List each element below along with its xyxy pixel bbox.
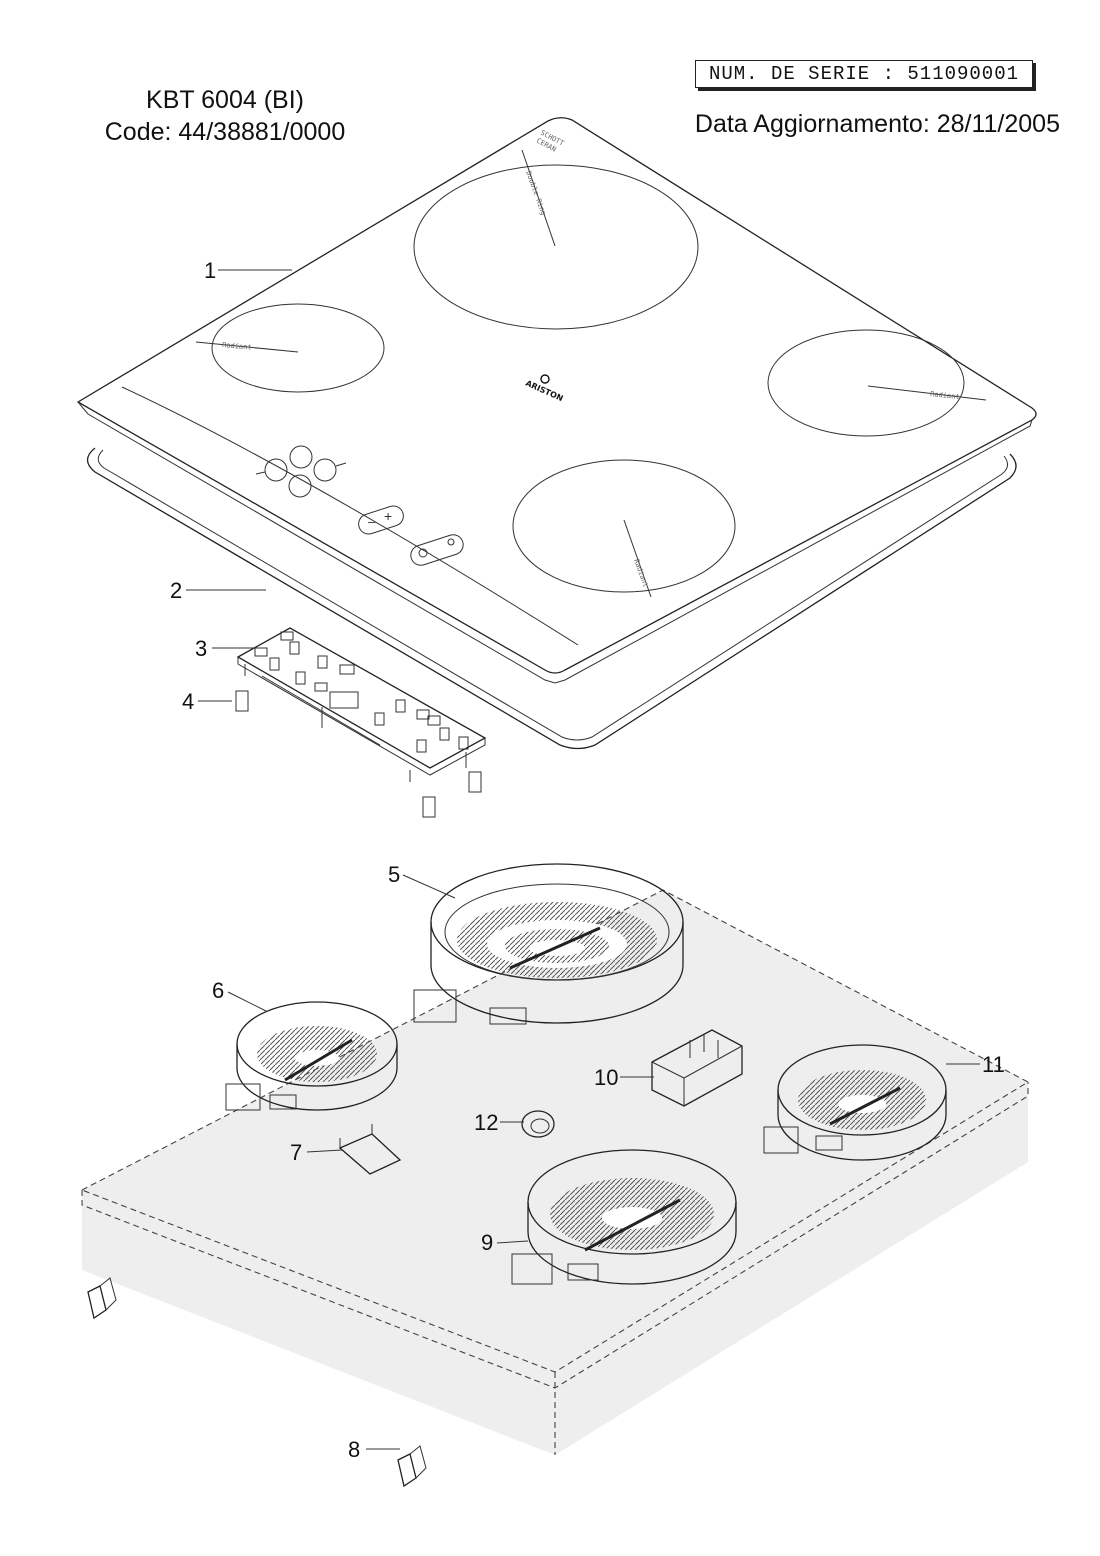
update-date: Data Aggiornamento: 28/11/2005 (694, 110, 1060, 138)
zone-right-label: Radiant (930, 390, 960, 401)
part-labels: 1 2 3 4 5 6 7 8 9 10 11 12 (170, 258, 1005, 1462)
heating-element-medium (511, 1149, 737, 1285)
leader-lines (186, 269, 980, 1450)
frame-seal (86, 447, 1017, 750)
heating-element-large (413, 863, 684, 1025)
part-label-6: 6 (212, 978, 224, 1003)
terminal-block (651, 1029, 743, 1107)
part-label-4: 4 (182, 689, 194, 714)
part-label-1: 1 (204, 258, 216, 283)
model-title: KBT 6004 (BI) (146, 86, 304, 114)
part-label-2: 2 (170, 578, 182, 603)
ariston-logo: ARISTON (524, 374, 564, 403)
fixing-clips (87, 1277, 427, 1488)
springs (235, 690, 482, 818)
svg-text:+: + (384, 508, 392, 524)
zone-left-label: Radiant (222, 341, 252, 352)
model-code: Code: 44/38881/0000 (104, 118, 346, 146)
serial-number-box: NUM. DE SERIE : 511090001 (695, 60, 1033, 88)
heating-element-small-right (763, 1044, 947, 1161)
control-board (236, 627, 487, 782)
part-label-12: 12 (474, 1110, 498, 1135)
glass-cooktop: – + SCHOTT CERAN Double Ring Radiant Rad… (76, 117, 1037, 684)
zone-bottom-label: Radiant (632, 558, 650, 588)
heating-element-small-left (225, 1001, 398, 1111)
part-label-9: 9 (481, 1230, 493, 1255)
grommet (521, 1110, 555, 1138)
svg-text:–: – (368, 514, 376, 529)
clip-bracket (338, 1124, 402, 1175)
touch-controls: – + (255, 445, 464, 566)
zone-top-label: Double Ring (524, 170, 547, 216)
part-label-8: 8 (348, 1437, 360, 1462)
part-label-5: 5 (388, 862, 400, 887)
part-label-11: 11 (982, 1052, 1005, 1077)
part-label-10: 10 (594, 1065, 618, 1090)
part-label-7: 7 (290, 1140, 302, 1165)
bottom-tray (80, 889, 1030, 1455)
part-label-3: 3 (195, 636, 207, 661)
